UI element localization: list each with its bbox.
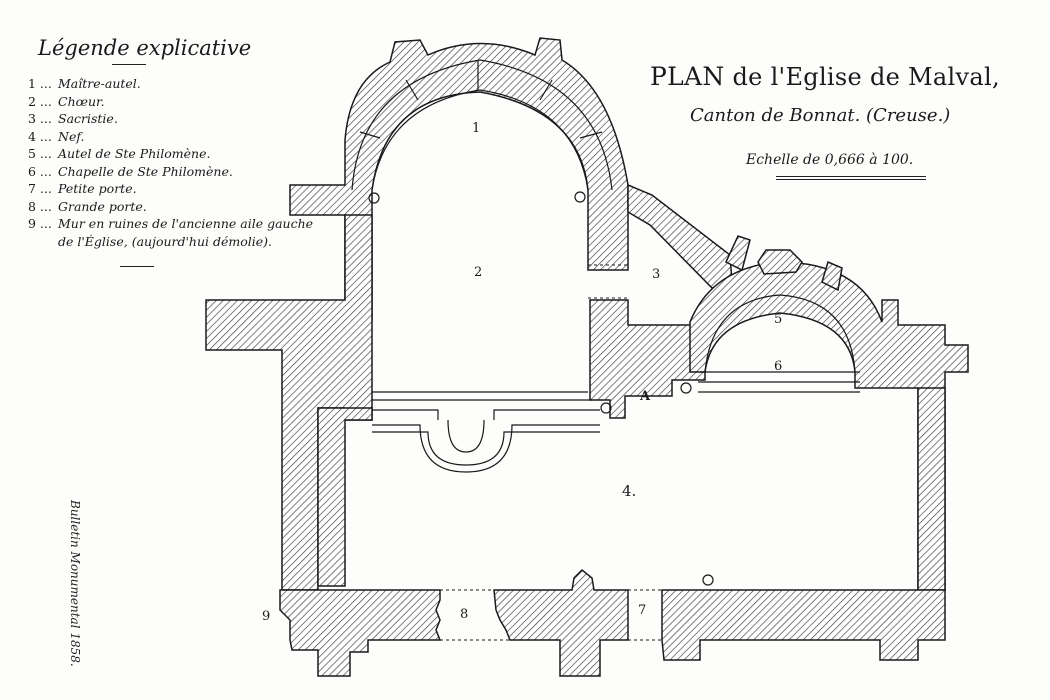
label-4: 4. <box>622 482 636 500</box>
nave-east-wall <box>917 387 946 591</box>
hatched-walls <box>205 37 969 677</box>
legend: Légende explicative 1 ...Maître-autel. 2… <box>28 36 318 267</box>
sacristy-wall <box>627 183 733 289</box>
apse-wall <box>289 37 629 321</box>
plan-subtitle: Canton de Bonnat. (Creuse.) <box>690 105 951 126</box>
nave-west-wall <box>317 407 373 587</box>
legend-title: Légende explicative <box>38 36 252 60</box>
label-7: 7 <box>638 603 646 618</box>
legend-item: 7 ...Petite porte. <box>28 181 137 196</box>
label-2: 2 <box>474 265 482 280</box>
title-block: PLAN de l'Eglise de Malval, Canton de Bo… <box>650 62 1030 180</box>
legend-list: 1 ...Maître-autel. 2 ...Chœur. 3 ...Sacr… <box>28 75 318 250</box>
label-1: 1 <box>472 121 480 136</box>
legend-item: 9 ...Mur en ruines de l'ancienne aile ga… <box>28 216 314 249</box>
label-a: A <box>639 389 651 404</box>
legend-rule-bottom <box>120 266 154 267</box>
scale-rule <box>776 176 926 177</box>
plan-title: PLAN de l'Eglise de Malval, <box>650 62 1000 91</box>
legend-item: 1 ...Maître-autel. <box>28 76 141 91</box>
plan-labels: 1 2 3 4. 5 6 7 8 9 A <box>262 121 782 624</box>
legend-item: 6 ...Chapelle de Ste Philomène. <box>28 163 233 179</box>
legend-item: 5 ...Autel de Ste Philomène. <box>28 146 211 161</box>
sacristy-south-wall <box>589 299 706 419</box>
legend-item: 3 ...Sacristie. <box>28 111 118 126</box>
legend-item: 4 ...Nef. <box>28 128 85 144</box>
legend-item: 8 ...Grande porte. <box>28 198 147 214</box>
label-5: 5 <box>774 312 782 327</box>
label-3: 3 <box>652 267 660 282</box>
plan-scale: Echelle de 0,666 à 100. <box>746 152 914 168</box>
scale-rule-double <box>776 179 926 180</box>
label-8: 8 <box>460 607 468 622</box>
label-9: 9 <box>262 609 270 624</box>
legend-item: 2 ...Chœur. <box>28 93 105 109</box>
door-openings <box>440 264 662 641</box>
sacristy-buttress <box>725 235 751 272</box>
chapel-buttress-right <box>821 260 843 292</box>
chancel-step <box>372 391 600 473</box>
south-wall-west <box>279 589 442 677</box>
apse-arch-stones <box>351 59 613 204</box>
label-6: 6 <box>774 359 782 374</box>
south-wall-centre <box>493 568 629 677</box>
legend-rule <box>112 64 146 65</box>
chapel-arch <box>600 294 860 586</box>
south-wall-east <box>661 589 946 661</box>
side-note: Bulletin Monumental 1858. <box>68 500 82 667</box>
choir-west-wall <box>205 214 373 591</box>
chapel-buttress-left <box>757 249 803 275</box>
